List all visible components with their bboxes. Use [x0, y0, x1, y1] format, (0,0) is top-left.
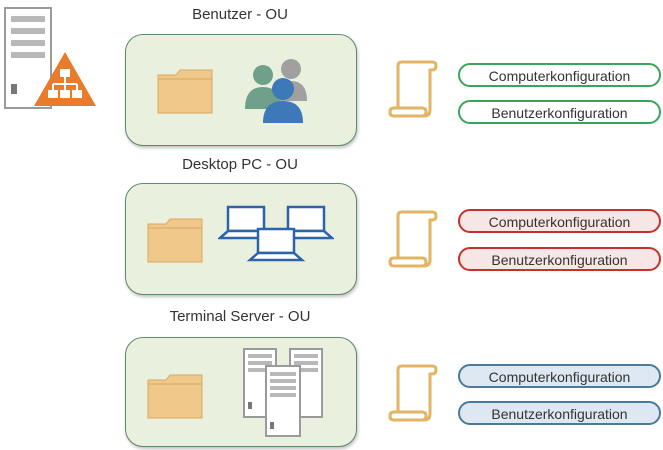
user-config-pill-terminal-server[interactable]: Benutzerkonfiguration — [458, 401, 661, 425]
ou-box-desktop-pc[interactable] — [125, 183, 357, 295]
policy-scroll-icon — [388, 210, 438, 268]
users-icon — [241, 55, 315, 125]
computer-config-pill-desktop-pc[interactable]: Computerkonfiguration — [458, 209, 661, 233]
laptops-icon — [218, 204, 334, 276]
servers-icon — [242, 346, 326, 438]
computer-config-pill-terminal-server[interactable]: Computerkonfiguration — [458, 364, 661, 388]
folder-icon — [146, 216, 204, 264]
domain-controller-icon — [2, 6, 98, 110]
ou-box-benutzer[interactable] — [125, 34, 357, 146]
ou-title-desktop-pc: Desktop PC - OU — [182, 156, 298, 173]
policy-scroll-icon — [388, 60, 438, 118]
computer-config-pill-benutzer[interactable]: Computerkonfiguration — [458, 63, 661, 87]
policy-scroll-icon — [388, 364, 438, 422]
folder-icon — [146, 372, 204, 420]
user-config-pill-benutzer[interactable]: Benutzerkonfiguration — [458, 100, 661, 124]
folder-icon — [156, 67, 214, 115]
ou-title-terminal-server: Terminal Server - OU — [169, 308, 311, 325]
ou-box-terminal-server[interactable] — [125, 337, 357, 447]
user-config-pill-desktop-pc[interactable]: Benutzerkonfiguration — [458, 247, 661, 271]
ou-title-benutzer: Benutzer - OU — [192, 6, 288, 23]
